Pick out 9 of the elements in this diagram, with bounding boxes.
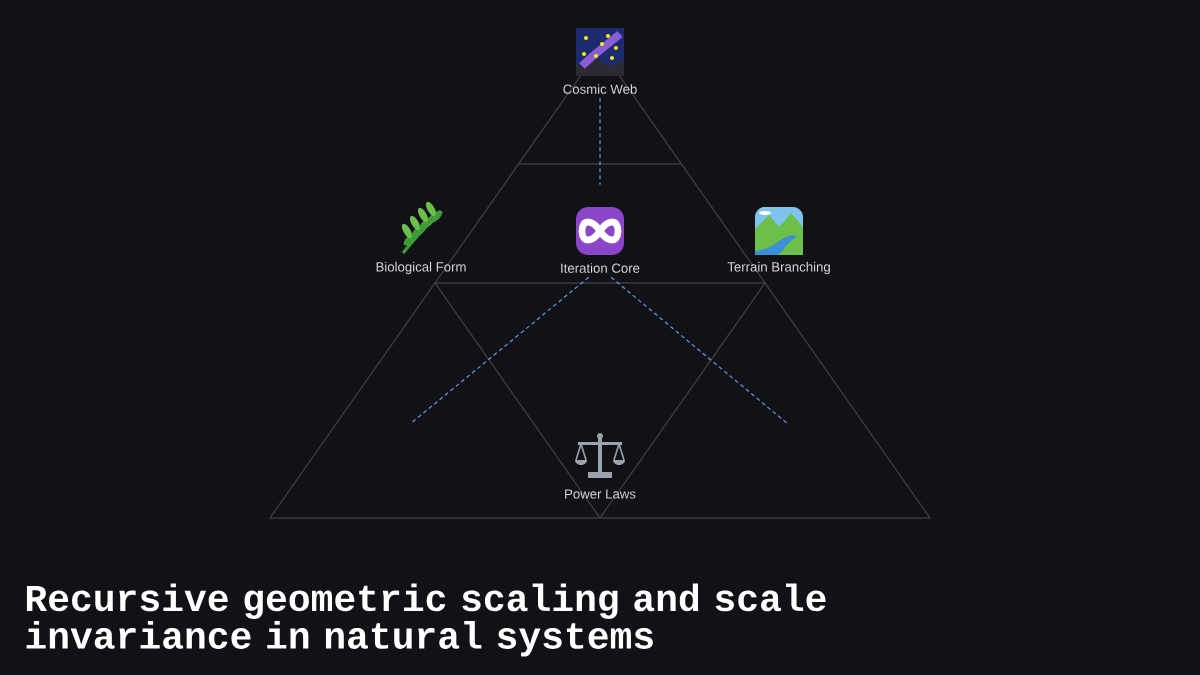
connector-line — [599, 97, 601, 186]
title: Recursive geometric scaling and scale invariance in natural systems — [26, 583, 826, 657]
node-label: Terrain Branching — [727, 261, 830, 275]
node-label: Iteration Core — [561, 263, 640, 273]
node-label: Biological Form — [376, 261, 466, 275]
node-label: Power Laws — [565, 489, 636, 499]
connector-line — [610, 276, 789, 425]
node-label: Cosmic Web — [563, 84, 637, 94]
connector-line — [409, 276, 590, 425]
